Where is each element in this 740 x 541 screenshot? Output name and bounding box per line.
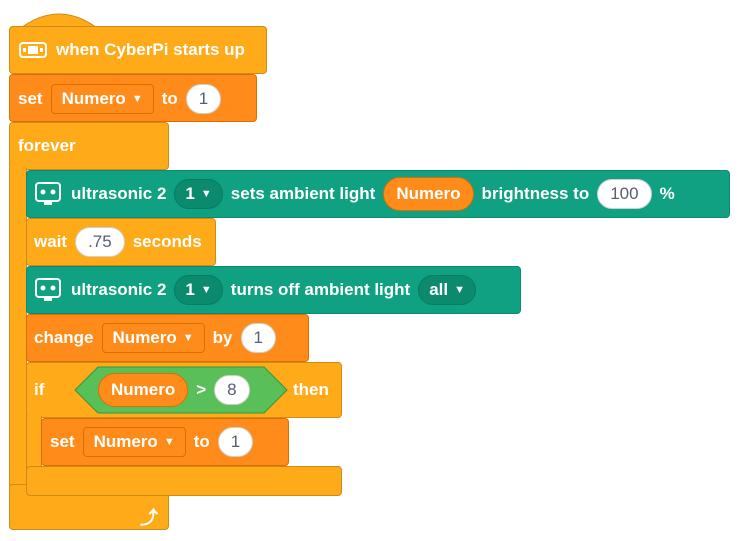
wait-input[interactable]: .75 bbox=[75, 227, 125, 257]
ultrasonic-sensor-icon bbox=[33, 181, 63, 207]
when-starts-up-block[interactable] bbox=[9, 26, 267, 74]
if-bottom bbox=[26, 466, 342, 496]
variable-dropdown[interactable]: Numero ▼ bbox=[50, 84, 154, 114]
forever-block[interactable] bbox=[9, 122, 169, 170]
ultrasonic-name: ultrasonic 2 bbox=[71, 280, 167, 299]
set-label: set bbox=[50, 432, 75, 451]
to-label: to bbox=[161, 89, 178, 108]
greater-than-operator: > bbox=[196, 380, 207, 399]
target-value: all bbox=[429, 280, 449, 299]
forever-arm bbox=[9, 168, 27, 486]
compare-value-input[interactable]: 8 bbox=[214, 375, 250, 405]
numero-reporter[interactable]: Numero bbox=[98, 373, 189, 407]
set-value-input[interactable]: 1 bbox=[185, 84, 222, 114]
target-dropdown[interactable]: all ▼ bbox=[418, 275, 477, 305]
percent-label: % bbox=[659, 184, 675, 203]
by-label: by bbox=[212, 328, 233, 347]
ultrasonic-name: ultrasonic 2 bbox=[71, 184, 167, 203]
dropdown-caret-icon: ▼ bbox=[182, 332, 194, 344]
set-value-input[interactable]: 1 bbox=[217, 427, 254, 457]
dropdown-caret-icon: ▼ bbox=[163, 436, 175, 448]
change-label: change bbox=[34, 328, 94, 347]
port-dropdown[interactable]: 1 ▼ bbox=[174, 275, 223, 305]
variable-dropdown[interactable]: Numero ▼ bbox=[101, 323, 205, 353]
variable-name: Numero bbox=[61, 89, 126, 108]
forever-label: forever bbox=[18, 136, 76, 155]
port-dropdown[interactable]: 1 ▼ bbox=[174, 179, 223, 209]
change-value-input[interactable]: 1 bbox=[240, 323, 276, 353]
port-value: 1 bbox=[185, 280, 195, 299]
if-arm bbox=[26, 416, 42, 468]
dropdown-caret-icon: ▼ bbox=[131, 93, 143, 105]
port-value: 1 bbox=[185, 184, 195, 203]
loop-arrow-icon: ⤴ bbox=[140, 508, 158, 528]
cyberpi-icon bbox=[18, 37, 48, 63]
action-label: sets ambient light bbox=[230, 184, 376, 203]
brightness-input[interactable]: 100 bbox=[597, 179, 652, 209]
dropdown-caret-icon: ▼ bbox=[454, 284, 466, 296]
brightness-label: brightness to bbox=[481, 184, 590, 203]
action-label: turns off ambient light bbox=[230, 280, 411, 299]
to-label: to bbox=[193, 432, 210, 451]
if-label: if bbox=[34, 380, 45, 399]
seconds-label: seconds bbox=[132, 232, 202, 251]
hat-label: when CyberPi starts up bbox=[56, 40, 245, 59]
dropdown-caret-icon: ▼ bbox=[200, 284, 212, 296]
dropdown-caret-icon: ▼ bbox=[200, 188, 212, 200]
numero-reporter[interactable]: Numero bbox=[383, 177, 474, 211]
variable-name: Numero bbox=[112, 328, 177, 347]
variable-dropdown[interactable]: Numero ▼ bbox=[82, 427, 186, 457]
set-label: set bbox=[18, 89, 43, 108]
ultrasonic-sensor-icon bbox=[33, 277, 63, 303]
variable-name: Numero bbox=[93, 432, 158, 451]
then-label: then bbox=[293, 380, 329, 399]
wait-label: wait bbox=[34, 232, 68, 251]
